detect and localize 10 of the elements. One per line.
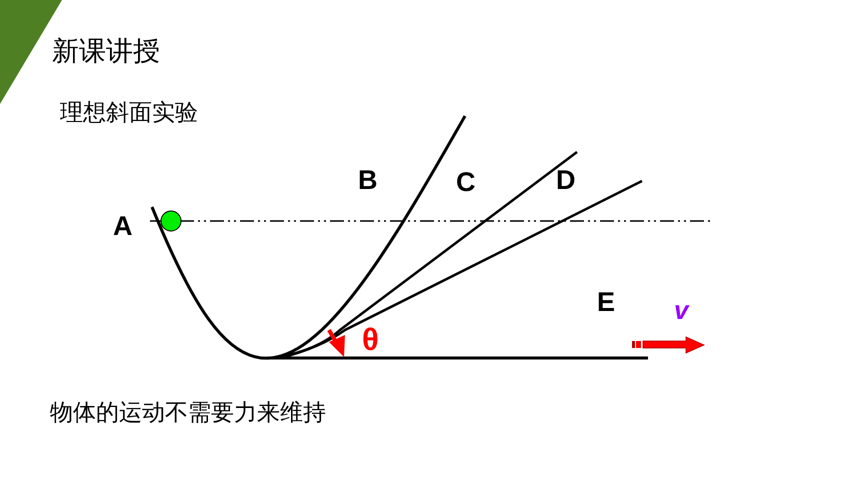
title: 新课讲授 [52,38,160,65]
velocity-label: v [674,297,688,323]
point-label: D [556,167,576,194]
subtitle: 理想斜面实验 [60,101,198,124]
angle-label: θ [362,324,379,355]
conclusion-text: 物体的运动不需要力来维持 [50,401,326,424]
point-label: E [597,289,616,316]
point-label: B [358,167,378,194]
point-label: A [113,213,132,240]
point-label: C [456,169,476,196]
